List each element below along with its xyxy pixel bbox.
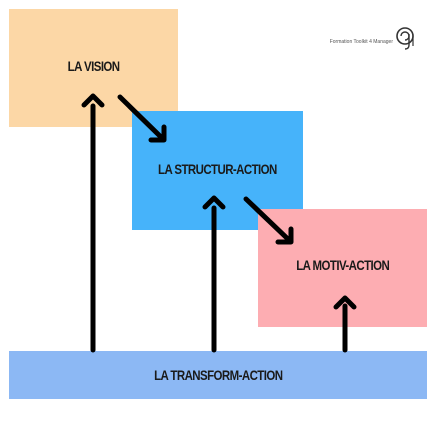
arrow-diagonal-structur-to-motiv [243, 196, 294, 245]
arrow-up-vision [81, 93, 105, 353]
arrow-up-motiv-action [333, 295, 357, 353]
box-transform-action-label: LA TRANSFORM-ACTION [153, 367, 283, 383]
arrow-up-structur-action [202, 195, 226, 353]
brand-caption: Formation Toolkit 4 Manager [329, 38, 393, 45]
box-structur-action: LA STRUCTUR-ACTION [132, 111, 303, 230]
ctg-logo-icon [395, 26, 417, 57]
brand-logo: Formation Toolkit 4 Manager [330, 26, 417, 57]
arrow-diagonal-vision-to-structur [117, 94, 167, 143]
box-vision-label: LA VISION [67, 58, 120, 74]
box-structur-action-label: LA STRUCTUR-ACTION [158, 161, 277, 177]
box-transform-action: LA TRANSFORM-ACTION [9, 351, 427, 399]
box-motiv-action-label: LA MOTIV-ACTION [295, 257, 390, 273]
